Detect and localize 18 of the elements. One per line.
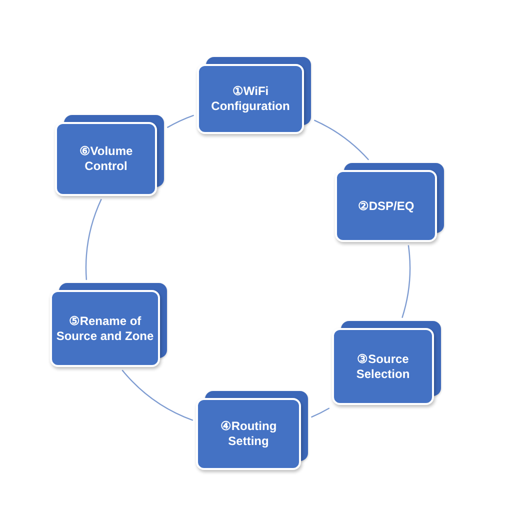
connector-arc [314, 120, 370, 160]
3d-box [332, 321, 441, 405]
box-label: ①WiFi Configuration [210, 84, 291, 114]
connector-arc [311, 408, 330, 418]
box-label: ⑤Rename of Source and Zone [56, 314, 154, 344]
3d-box [55, 115, 164, 196]
box-label: ③Source Selection [355, 352, 411, 382]
3d-box [335, 163, 444, 242]
connector-arc [86, 198, 102, 280]
3d-box [196, 391, 308, 470]
box-label: ②DSP/EQ [358, 198, 414, 214]
connector-arc [166, 114, 194, 128]
box-label: ⑥Volume Control [78, 144, 134, 174]
connector-arc [402, 245, 410, 318]
3d-box [50, 283, 167, 367]
box-label: ④Routing Setting [219, 419, 278, 449]
3d-box [197, 57, 311, 134]
connector-arc [122, 370, 194, 421]
